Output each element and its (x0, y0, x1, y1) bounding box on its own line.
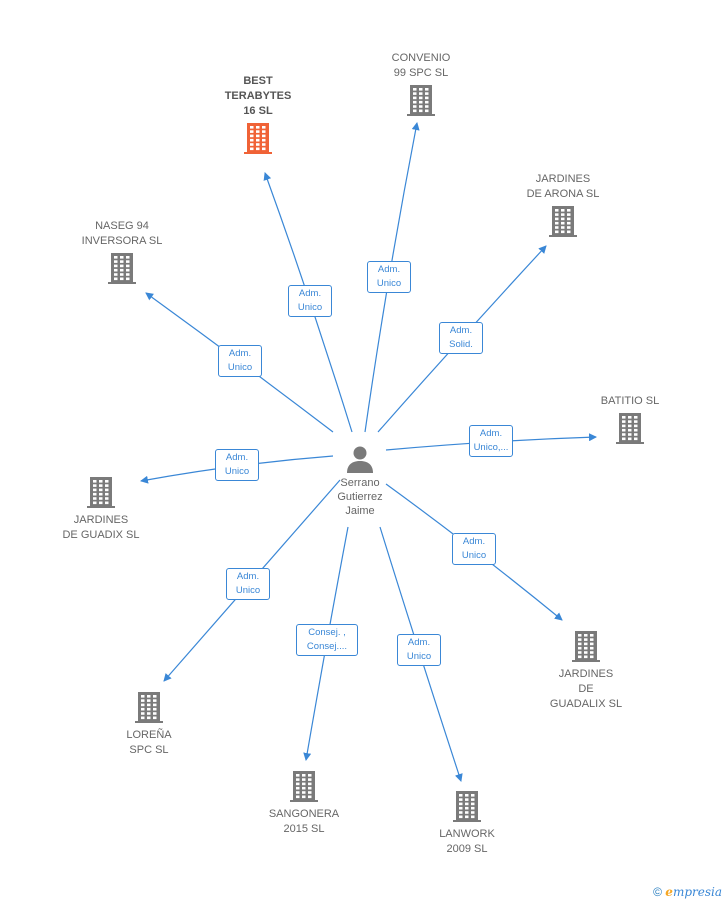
person-node[interactable]: Serrano Gutierrez Jaime (320, 444, 400, 518)
company-name: BATITIO SL (600, 395, 660, 407)
person-icon (347, 446, 373, 473)
company-name: JARDINES DE GUADIX SL (62, 514, 140, 541)
company-node-jardines-guadalix[interactable]: JARDINES DE GUADALIX SL (521, 629, 651, 712)
relation-label[interactable]: Adm. Unico (226, 568, 270, 600)
company-name: CONVENIO 99 SPC SL (391, 52, 451, 79)
relation-label[interactable]: Adm. Unico (218, 345, 262, 377)
company-node-jardines-guadix[interactable]: JARDINES DE GUADIX SL (36, 475, 166, 543)
relation-label[interactable]: Adm. Solid. (439, 322, 483, 354)
company-node-jardines-arona[interactable]: JARDINES DE ARONA SL (498, 172, 628, 238)
building-icon (549, 206, 577, 237)
relation-label[interactable]: Adm. Unico,... (469, 425, 513, 457)
company-node-batitio[interactable]: BATITIO SL (565, 394, 695, 445)
relation-label[interactable]: Consej. , Consej.... (296, 624, 358, 656)
company-node-naseg[interactable]: NASEG 94 INVERSORA SL (57, 219, 187, 285)
building-icon (407, 85, 435, 116)
relation-label[interactable]: Adm. Unico (215, 449, 259, 481)
building-icon (135, 692, 163, 723)
relation-label[interactable]: Adm. Unico (367, 261, 411, 293)
footer-brand: © empresia (653, 885, 722, 899)
company-node-sangonera[interactable]: SANGONERA 2015 SL (239, 769, 369, 837)
company-name: SANGONERA 2015 SL (268, 808, 340, 835)
building-icon (87, 477, 115, 508)
company-name: LOREÑA SPC SL (126, 729, 172, 756)
company-name: NASEG 94 INVERSORA SL (81, 220, 163, 247)
relation-label[interactable]: Adm. Unico (452, 533, 496, 565)
relation-label[interactable]: Adm. Unico (397, 634, 441, 666)
company-node-lanwork[interactable]: LANWORK 2009 SL (402, 789, 532, 857)
building-icon (108, 253, 136, 284)
relation-label[interactable]: Adm. Unico (288, 285, 332, 317)
building-icon (572, 631, 600, 662)
person-name: Serrano Gutierrez Jaime (337, 477, 383, 517)
company-name: BEST TERABYTES 16 SL (224, 75, 292, 117)
brand-logo: empresia (665, 885, 722, 899)
company-name: JARDINES DE ARONA SL (526, 173, 600, 200)
building-icon (616, 413, 644, 444)
company-node-lorena[interactable]: LOREÑA SPC SL (84, 690, 214, 758)
building-icon (290, 771, 318, 802)
company-name: JARDINES DE GUADALIX SL (549, 668, 623, 710)
company-node-best[interactable]: BEST TERABYTES 16 SL (193, 74, 323, 155)
company-node-convenio[interactable]: CONVENIO 99 SPC SL (356, 51, 486, 117)
building-icon (453, 791, 481, 822)
copyright-icon: © (653, 885, 662, 899)
company-name: LANWORK 2009 SL (439, 828, 495, 855)
building-icon (244, 123, 272, 154)
